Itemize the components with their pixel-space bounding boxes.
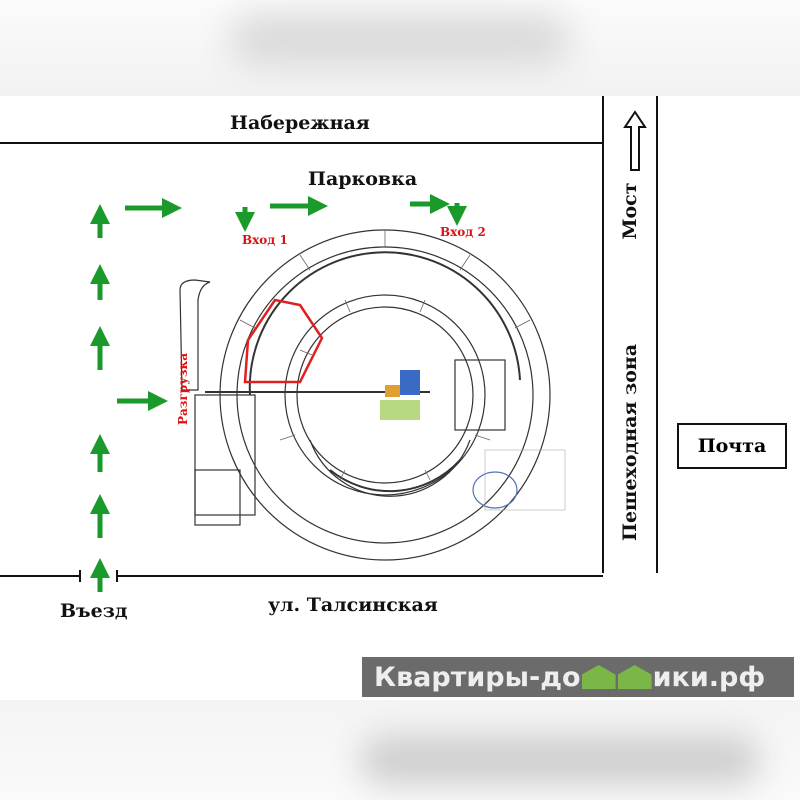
pedestrian-zone-label: Пешеходная зона	[619, 343, 641, 541]
house-icon	[581, 665, 616, 689]
post-office-box: Почта	[677, 423, 787, 469]
street-label-talsinskaya: ул. Талсинская	[268, 594, 438, 616]
entrance-2-label: Вход 2	[440, 225, 486, 239]
entrance-1-label: Вход 1	[242, 233, 288, 247]
traffic-arrows	[90, 194, 467, 592]
blurred-background-bottom	[0, 700, 800, 800]
watermark-text-start: Квартиры-до	[374, 661, 581, 693]
watermark-logo: Квартиры-до ики.рф	[362, 657, 794, 697]
parking-label: Парковка	[308, 168, 418, 190]
drive-in-label: Въезд	[60, 600, 128, 622]
bridge-direction-arrow-icon	[623, 110, 647, 171]
floor-plan	[179, 229, 566, 561]
unloading-label: Разгрузка	[176, 353, 190, 425]
watermark-text-end: ики.рф	[652, 661, 766, 693]
house-icon	[617, 665, 652, 689]
blurred-background-top	[0, 0, 800, 96]
bridge-label: Мост	[619, 182, 641, 240]
street-label-naberezhnaya: Набережная	[230, 112, 370, 134]
